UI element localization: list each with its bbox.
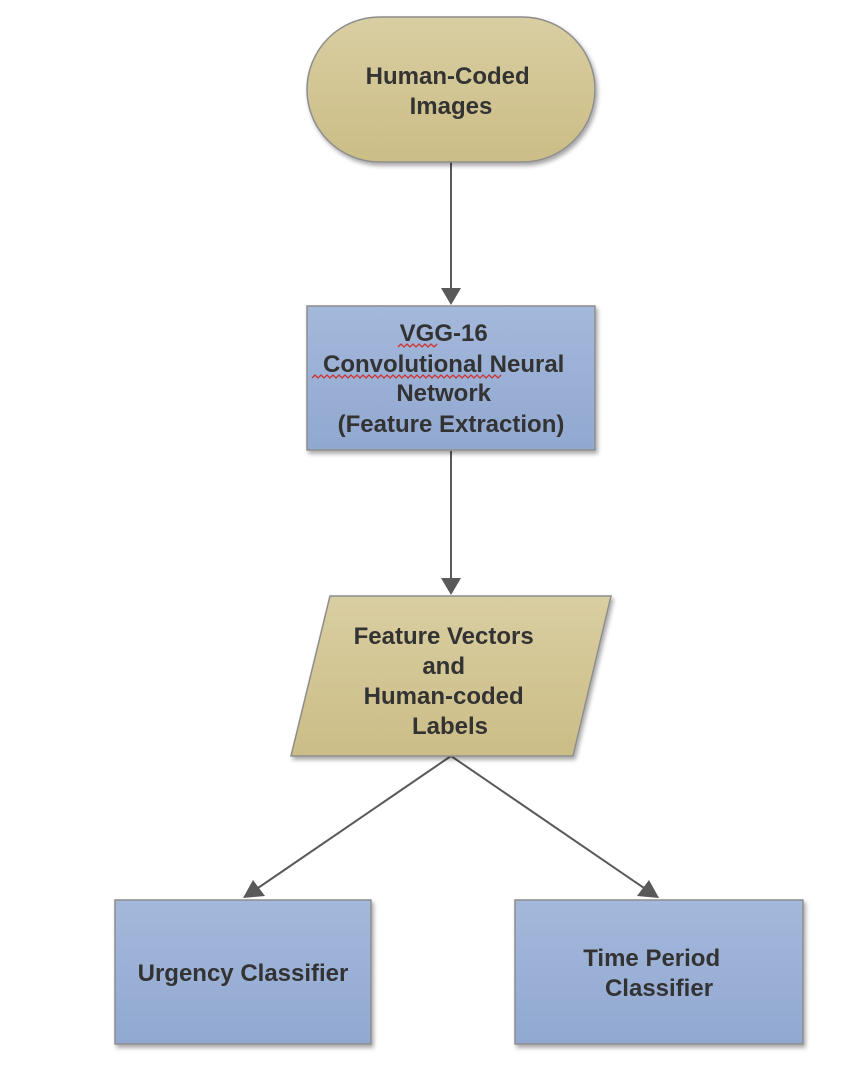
spellcheck-underline bbox=[311, 374, 502, 379]
svg-text:Human-Coded Images: Human-Coded Images bbox=[366, 63, 537, 120]
arrowhead-icon bbox=[243, 880, 265, 898]
node-label-line: Network bbox=[396, 380, 491, 407]
node-label-line: Images bbox=[410, 93, 493, 120]
node-label-line: Labels bbox=[412, 713, 488, 740]
node-label-line: Human-Coded bbox=[366, 63, 530, 90]
node-time-period-classifier: Time Period Classifier bbox=[514, 899, 804, 1045]
node-label-line: Convolutional Neural bbox=[323, 351, 564, 378]
svg-text:Urgency Classifier: Urgency Classifier bbox=[138, 960, 349, 987]
arrowhead-icon bbox=[441, 288, 461, 305]
node-vgg16-cnn: VGG-16 Convolutional Neural Network (Fea… bbox=[306, 305, 596, 451]
edge-features-to-urgency bbox=[257, 755, 452, 889]
node-feature-vectors: Feature Vectors and Human-coded Labels bbox=[290, 595, 612, 757]
terminator-shape bbox=[306, 16, 596, 163]
node-label-line: Time Period bbox=[583, 945, 720, 972]
node-label-line: Human-coded bbox=[364, 683, 524, 710]
data-shape bbox=[290, 595, 612, 757]
node-urgency-classifier: Urgency Classifier bbox=[114, 899, 372, 1045]
arrowhead-icon bbox=[637, 880, 659, 898]
node-label-line: (Feature Extraction) bbox=[338, 411, 565, 438]
node-label-line: Classifier bbox=[605, 975, 713, 1002]
svg-text:Feature Vectors and: Feature Vectors and Human-coded Labels bbox=[354, 623, 541, 740]
connectors bbox=[243, 162, 659, 898]
node-human-coded-images: Human-Coded Images bbox=[306, 16, 596, 163]
node-label-line: and bbox=[422, 653, 465, 680]
svg-text:VGG-16 Convolutional Neu: VGG-16 Convolutional Neural Network (Fea… bbox=[323, 320, 571, 438]
arrowhead-icon bbox=[441, 578, 461, 595]
process-shape bbox=[306, 305, 596, 451]
node-label-line: Urgency Classifier bbox=[138, 960, 349, 987]
svg-text:Time Period Classifier: Time Period Classifier bbox=[583, 945, 727, 1002]
spellcheck-underline bbox=[397, 343, 438, 348]
process-shape bbox=[114, 899, 372, 1045]
edge-features-to-time-period bbox=[450, 755, 645, 889]
node-label-line: Feature Vectors bbox=[354, 623, 534, 650]
process-shape bbox=[514, 899, 804, 1045]
node-label-line: VGG-16 bbox=[400, 320, 488, 347]
